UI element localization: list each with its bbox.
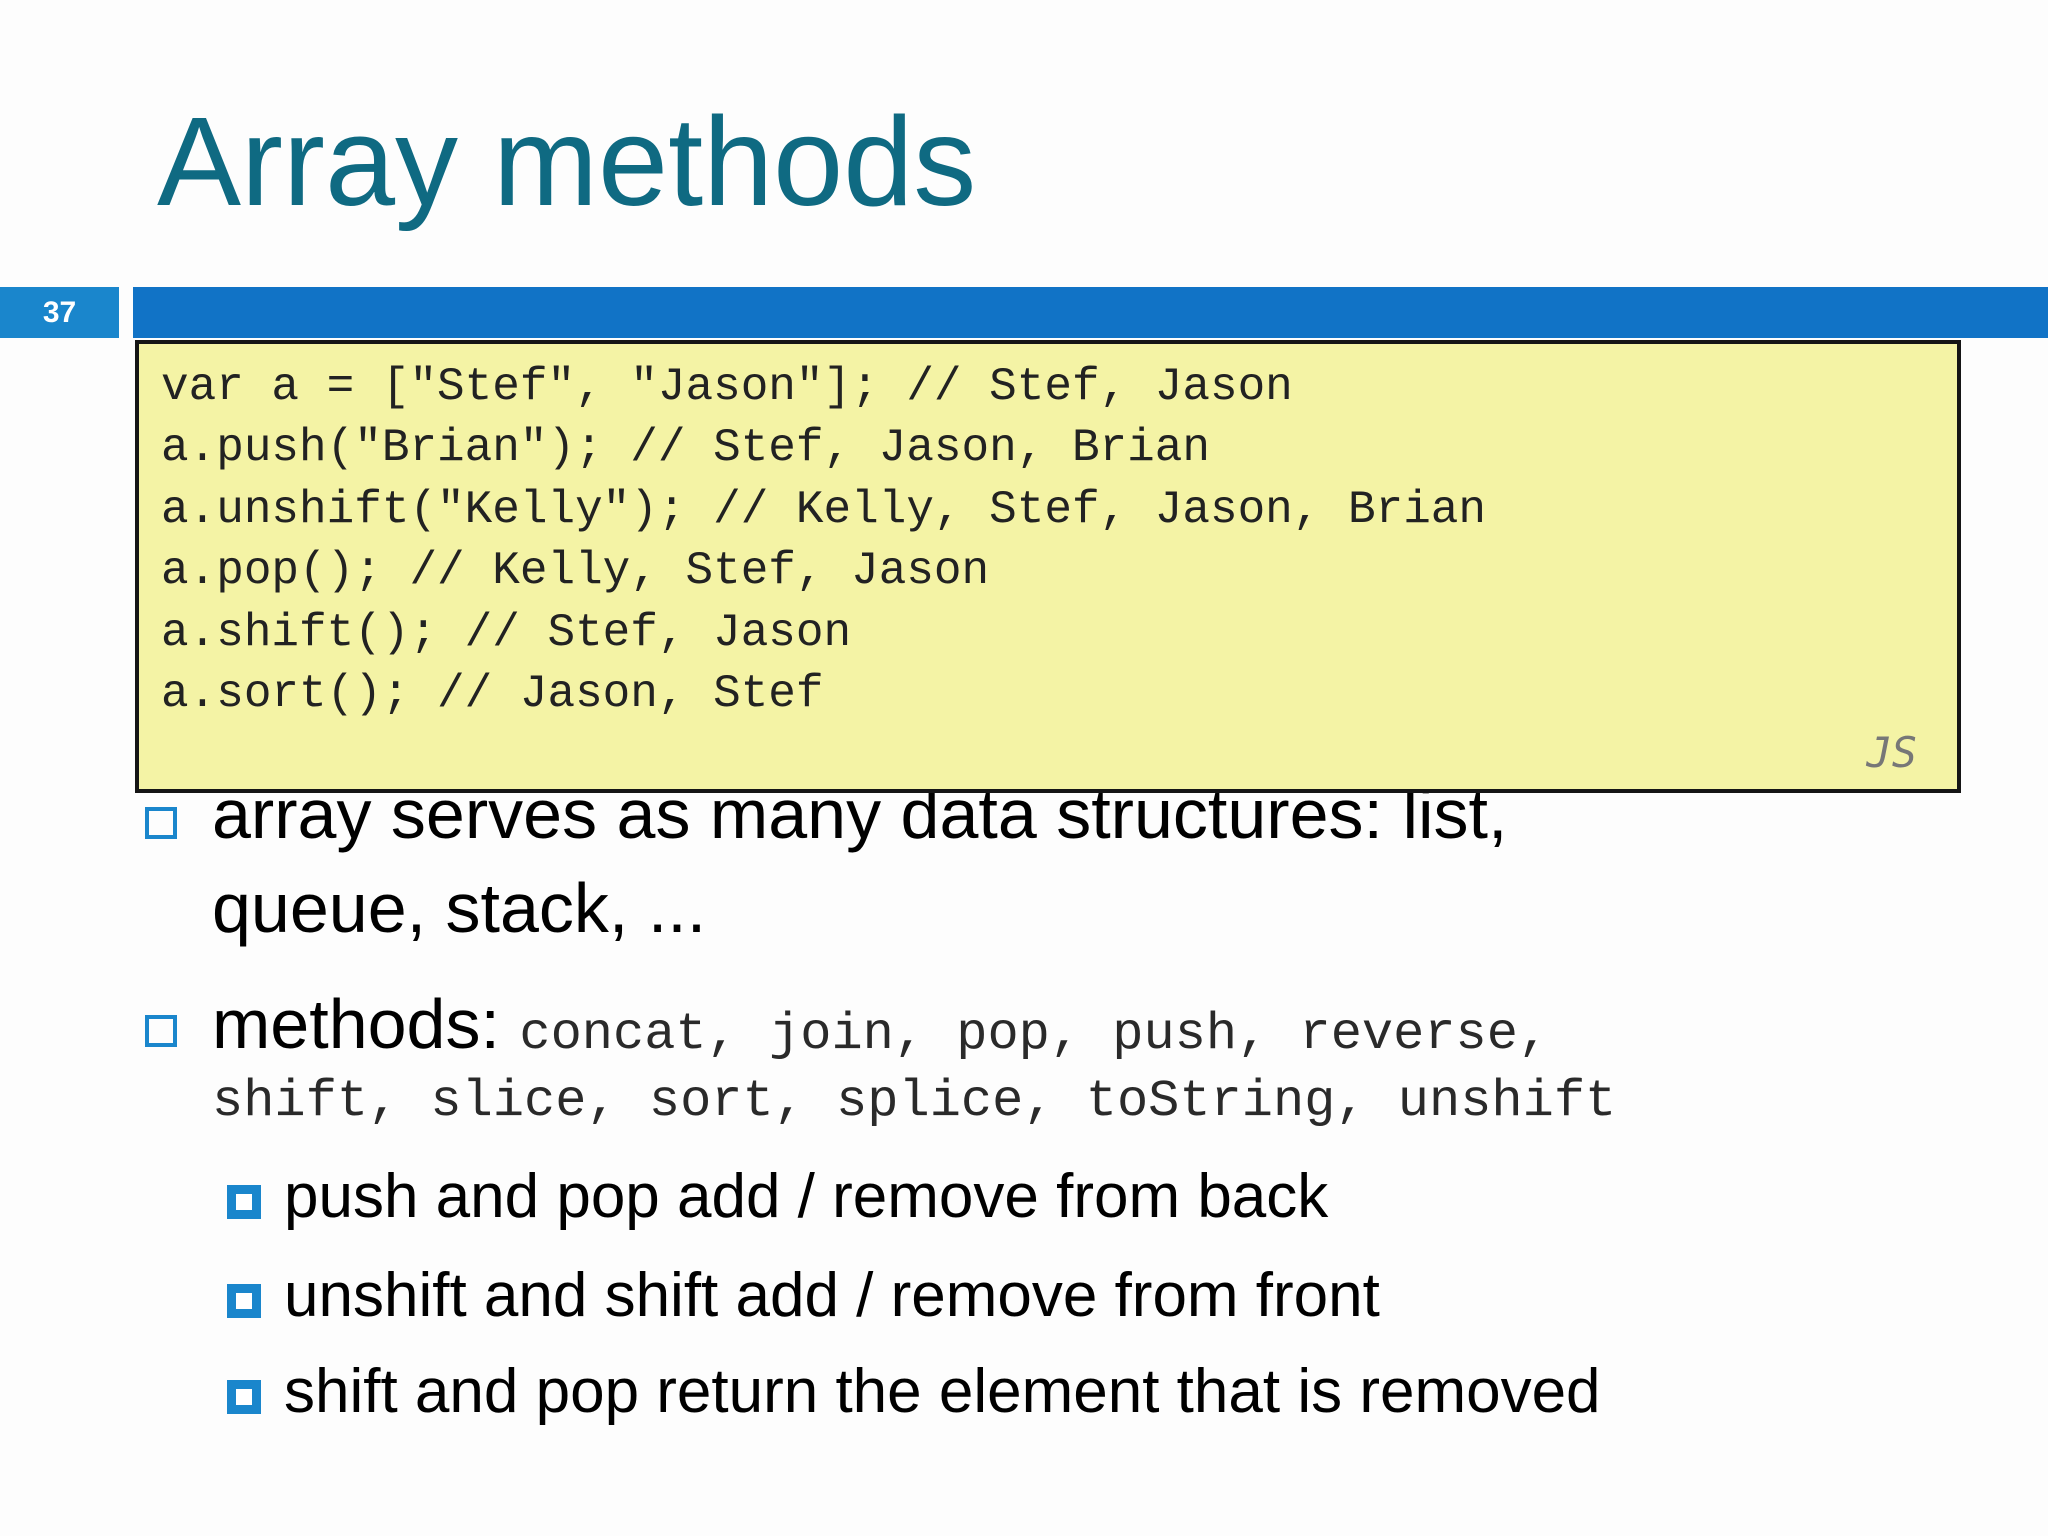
methods-bullet: methods: concat, join, pop, push, revers… bbox=[212, 978, 1549, 1081]
code-example-box: var a = ["Stef", "Jason"]; // Stef, Jaso… bbox=[135, 340, 1961, 793]
code-line: a.sort(); // Jason, Stef bbox=[161, 668, 824, 720]
hollow-square-bullet-icon bbox=[145, 807, 177, 839]
sub-bullet-item: shift and pop return the element that is… bbox=[284, 1357, 1601, 1426]
code-line: a.shift(); // Stef, Jason bbox=[161, 607, 852, 659]
sub-bullet-item: push and pop add / remove from back bbox=[284, 1162, 1329, 1231]
code-line: a.push("Brian"); // Stef, Jason, Brian bbox=[161, 422, 1210, 474]
methods-code-list-continued: shift, slice, sort, splice, toString, un… bbox=[212, 1072, 1617, 1131]
filled-square-bullet-icon bbox=[227, 1185, 261, 1219]
slide-number-badge: 37 bbox=[0, 287, 119, 338]
hollow-square-bullet-icon bbox=[145, 1015, 177, 1047]
slide-title: Array methods bbox=[157, 91, 977, 232]
language-tag: JS bbox=[1866, 728, 1917, 777]
filled-square-bullet-icon bbox=[227, 1380, 261, 1414]
sub-bullet-item: unshift and shift add / remove from fron… bbox=[284, 1261, 1380, 1330]
code-line: a.unshift("Kelly"); // Kelly, Stef, Jaso… bbox=[161, 484, 1487, 536]
methods-label: methods: bbox=[212, 985, 500, 1063]
bullet-text-line: queue, stack, ... bbox=[212, 869, 707, 947]
filled-square-bullet-icon bbox=[227, 1284, 261, 1318]
code-line: a.pop(); // Kelly, Stef, Jason bbox=[161, 545, 990, 597]
title-divider-bar bbox=[133, 287, 2048, 338]
methods-code-list: concat, join, pop, push, reverse, bbox=[519, 1005, 1550, 1064]
code-line: var a = ["Stef", "Jason"]; // Stef, Jaso… bbox=[161, 361, 1293, 413]
